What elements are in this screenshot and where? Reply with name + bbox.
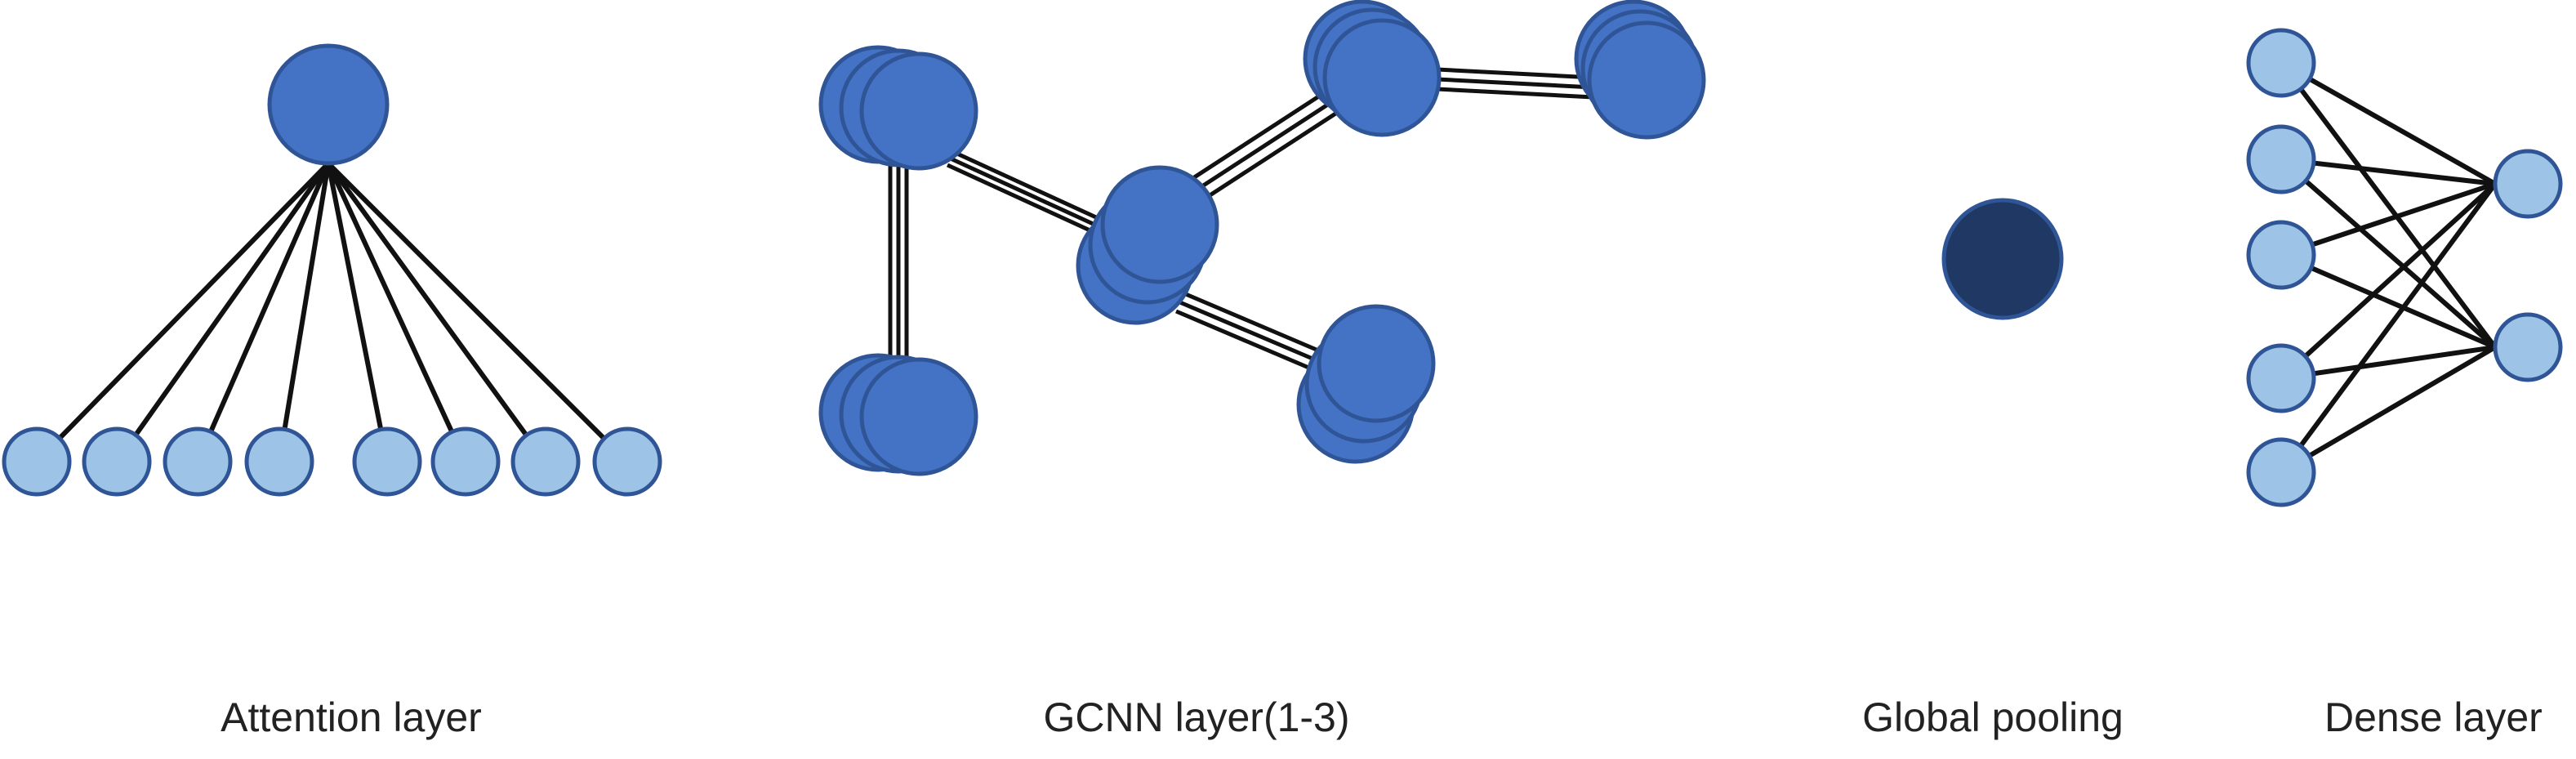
attention-edge	[277, 163, 331, 462]
global-pooling-caption: Global pooling	[1862, 694, 2124, 740]
attention-edge	[114, 162, 331, 463]
dense-input-node	[2246, 28, 2316, 98]
dense-output-nodes	[2493, 149, 2563, 382]
gcnn-node-cluster-right	[1574, 0, 1706, 140]
gcnn-node-cluster-topleft	[818, 45, 978, 171]
attention-edge	[195, 162, 331, 463]
attention-input-node	[82, 426, 152, 497]
attention-input-node	[352, 426, 422, 497]
dense-input-node	[2246, 220, 2316, 290]
attention-edge	[326, 163, 390, 462]
attention-edge	[326, 161, 630, 464]
attention-input-node	[2, 426, 72, 497]
attention-edges	[34, 161, 630, 464]
attention-edge	[326, 162, 468, 463]
dense-edges	[2279, 60, 2498, 475]
gcnn-layer-caption: GCNN layer(1-3)	[1043, 694, 1350, 740]
attention-output-node	[267, 43, 390, 166]
gcnn-node-cluster-center	[1076, 165, 1219, 325]
attention-input-node	[510, 426, 581, 497]
dense-input-node	[2246, 343, 2316, 413]
global-pooling-graphic	[1941, 198, 2064, 320]
attention-input-node	[244, 426, 314, 497]
dense-output-node	[2493, 149, 2563, 219]
attention-input-nodes	[2, 426, 662, 497]
attention-layer-caption: Attention layer	[221, 694, 482, 740]
attention-input-node	[163, 426, 233, 497]
dense-output-node	[2493, 312, 2563, 382]
attention-edge	[34, 161, 331, 464]
gcnn-node-cluster-top	[1303, 0, 1442, 137]
attention-layer-graphic	[2, 43, 662, 497]
dense-layer-graphic	[2246, 28, 2563, 507]
gcnn-layer-graphic	[818, 0, 1706, 476]
gcnn-node-cluster-bottomleft	[818, 353, 978, 476]
attention-input-node	[430, 426, 501, 497]
pooled-node	[1941, 198, 2064, 320]
dense-input-node	[2246, 437, 2316, 507]
dense-input-nodes	[2246, 28, 2316, 507]
attention-input-node	[592, 426, 662, 497]
gcnn-edges	[888, 66, 1610, 413]
dense-input-node	[2246, 124, 2316, 194]
gcnn-node-cluster-bottom	[1296, 304, 1436, 464]
attention-edge	[326, 162, 548, 463]
gcnn-nodes	[818, 0, 1706, 476]
dense-layer-caption: Dense layer	[2324, 694, 2543, 740]
